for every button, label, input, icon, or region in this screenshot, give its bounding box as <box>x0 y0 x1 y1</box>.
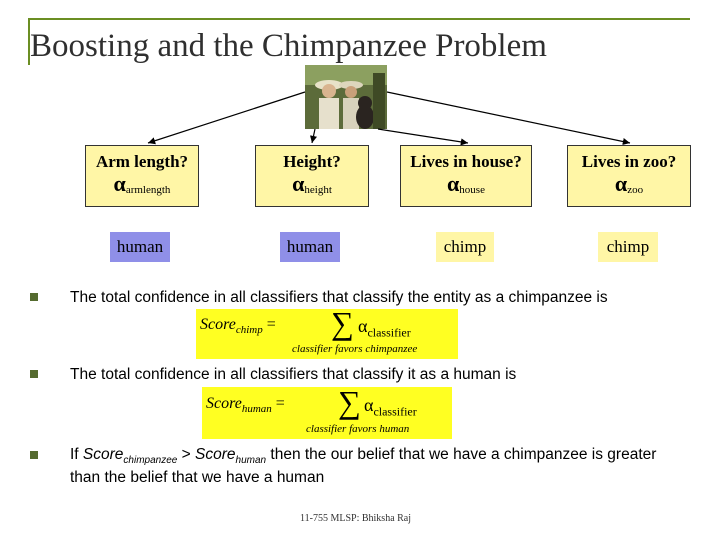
classifier-weight: αheight <box>292 171 332 197</box>
classifier-answer-chimp: chimp <box>598 232 658 262</box>
sum-symbol: ∑ <box>338 384 361 420</box>
bullet-text: The total confidence in all classifiers … <box>70 289 608 306</box>
bullet-marker <box>30 293 38 301</box>
classifier-box-house: Lives in house? αhouse <box>400 145 532 207</box>
formula-lhs: Scorechimp = <box>200 316 276 337</box>
formula-alpha: αclassifier <box>358 316 411 340</box>
bullet-marker <box>30 451 38 459</box>
formula-condition: classifier favors human <box>306 423 410 435</box>
classifier-question: Lives in zoo? <box>581 152 677 171</box>
bullet-text: The total confidence in all classifiers … <box>70 366 517 383</box>
classifier-answer-human: human <box>110 232 170 262</box>
sum-symbol: ∑ <box>331 305 354 341</box>
classifier-weight: αzoo <box>614 171 644 197</box>
slide-footer: 11-755 MLSP: Bhiksha Raj <box>300 513 412 524</box>
classifier-answer-chimp: chimp <box>436 232 494 262</box>
formula-lhs: Scorehuman = <box>206 395 285 416</box>
classifier-weight: αhouse <box>447 171 485 197</box>
slide-title: Boosting and the Chimpanzee Problem <box>30 28 547 64</box>
formula-alpha: αclassifier <box>364 395 417 419</box>
classifier-weight: αarmlength <box>113 171 171 197</box>
classifier-question: Height? <box>283 152 341 171</box>
formula-score-chimp: Scorechimp = ∑ αclassifier classifier fa… <box>196 305 458 359</box>
classifier-question: Arm length? <box>95 152 189 171</box>
formula-score-human: Scorehuman = ∑ αclassifier classifier fa… <box>202 384 452 439</box>
classifier-box-armlength: Arm length? αarmlength <box>85 145 199 207</box>
title-rule-left <box>28 20 30 65</box>
chimpanzee-photo <box>305 65 387 129</box>
classifier-box-height: Height? αheight <box>255 145 369 207</box>
classifier-answer-human: human <box>280 232 340 262</box>
bullet-text: If Scorechimpanzee > Scorehuman then the… <box>70 446 657 487</box>
classifier-question: Lives in house? <box>410 152 522 171</box>
bullet-marker <box>30 370 38 378</box>
formula-condition: classifier favors chimpanzee <box>292 343 418 355</box>
classifier-box-zoo: Lives in zoo? αzoo <box>567 145 691 207</box>
title-rule-top <box>28 18 690 20</box>
connector-lines <box>147 91 631 146</box>
